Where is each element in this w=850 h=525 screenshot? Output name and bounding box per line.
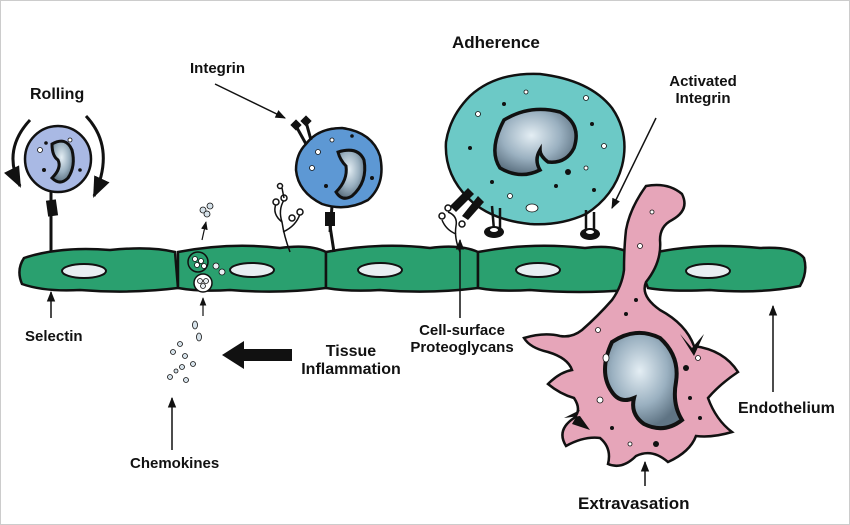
rolling-arc-right bbox=[84, 114, 110, 198]
integrin-pointer bbox=[214, 83, 286, 119]
endothelial-nucleus-4 bbox=[515, 262, 561, 278]
proteoglycans-label: Cell-surface Proteoglycans bbox=[408, 322, 516, 357]
extravasating-leukocyte bbox=[522, 183, 740, 467]
endothelial-nucleus-5 bbox=[685, 263, 731, 279]
integrin-molecule-bottom bbox=[325, 205, 336, 253]
adherent-leukocyte bbox=[444, 72, 626, 226]
endothelial-nucleus-3 bbox=[357, 262, 403, 278]
selectin-label: Selectin bbox=[25, 328, 83, 345]
integrin-leukocyte bbox=[294, 126, 383, 209]
proteoglycans-line-1: Cell-surface bbox=[419, 322, 505, 339]
proteoglycans-line-2: Proteoglycans bbox=[410, 338, 514, 356]
released-chemokines bbox=[199, 202, 214, 241]
activated-integrin-label: Activated Integrin bbox=[658, 73, 748, 108]
chemokines-label: Chemokines bbox=[130, 455, 220, 472]
tissue-inflammation-line-1: Tissue bbox=[325, 343, 377, 360]
rolling-arc-left bbox=[4, 118, 32, 188]
rolling-label: Rolling bbox=[30, 86, 85, 103]
endothelial-nucleus-2 bbox=[229, 262, 275, 278]
endothelial-nucleus-1 bbox=[61, 263, 107, 279]
tissue-inflammation-arrow bbox=[222, 341, 292, 369]
integrin-label: Integrin bbox=[190, 60, 245, 77]
proteoglycan-branch-1 bbox=[272, 182, 304, 253]
extravasation-label: Extravasation bbox=[578, 494, 690, 513]
tissue-inflammation-line-2: Inflammation bbox=[301, 360, 401, 378]
endothelium-layer bbox=[18, 244, 807, 294]
activated-integrin-line-1: Activated bbox=[669, 73, 737, 90]
adherence-label: Adherence bbox=[452, 33, 540, 52]
tissue-chemokines bbox=[167, 320, 202, 383]
extravasation-marker-upper bbox=[680, 334, 704, 356]
activated-integrin-pointer bbox=[611, 117, 657, 209]
tissue-inflammation-label: Tissue Inflammation bbox=[292, 343, 410, 379]
activated-integrin-line-2: Integrin bbox=[675, 89, 731, 107]
rolling-leukocyte bbox=[23, 124, 93, 194]
chemokine-vesicles-in-endothelium bbox=[187, 251, 226, 293]
adherent-integrins bbox=[450, 188, 600, 240]
integrin-molecule-top bbox=[290, 115, 313, 145]
extravasation-marker-lower bbox=[564, 410, 590, 430]
proteoglycan-branch-2 bbox=[438, 204, 466, 253]
selectin-molecule bbox=[45, 192, 59, 252]
endothelium-label: Endothelium bbox=[738, 400, 835, 417]
